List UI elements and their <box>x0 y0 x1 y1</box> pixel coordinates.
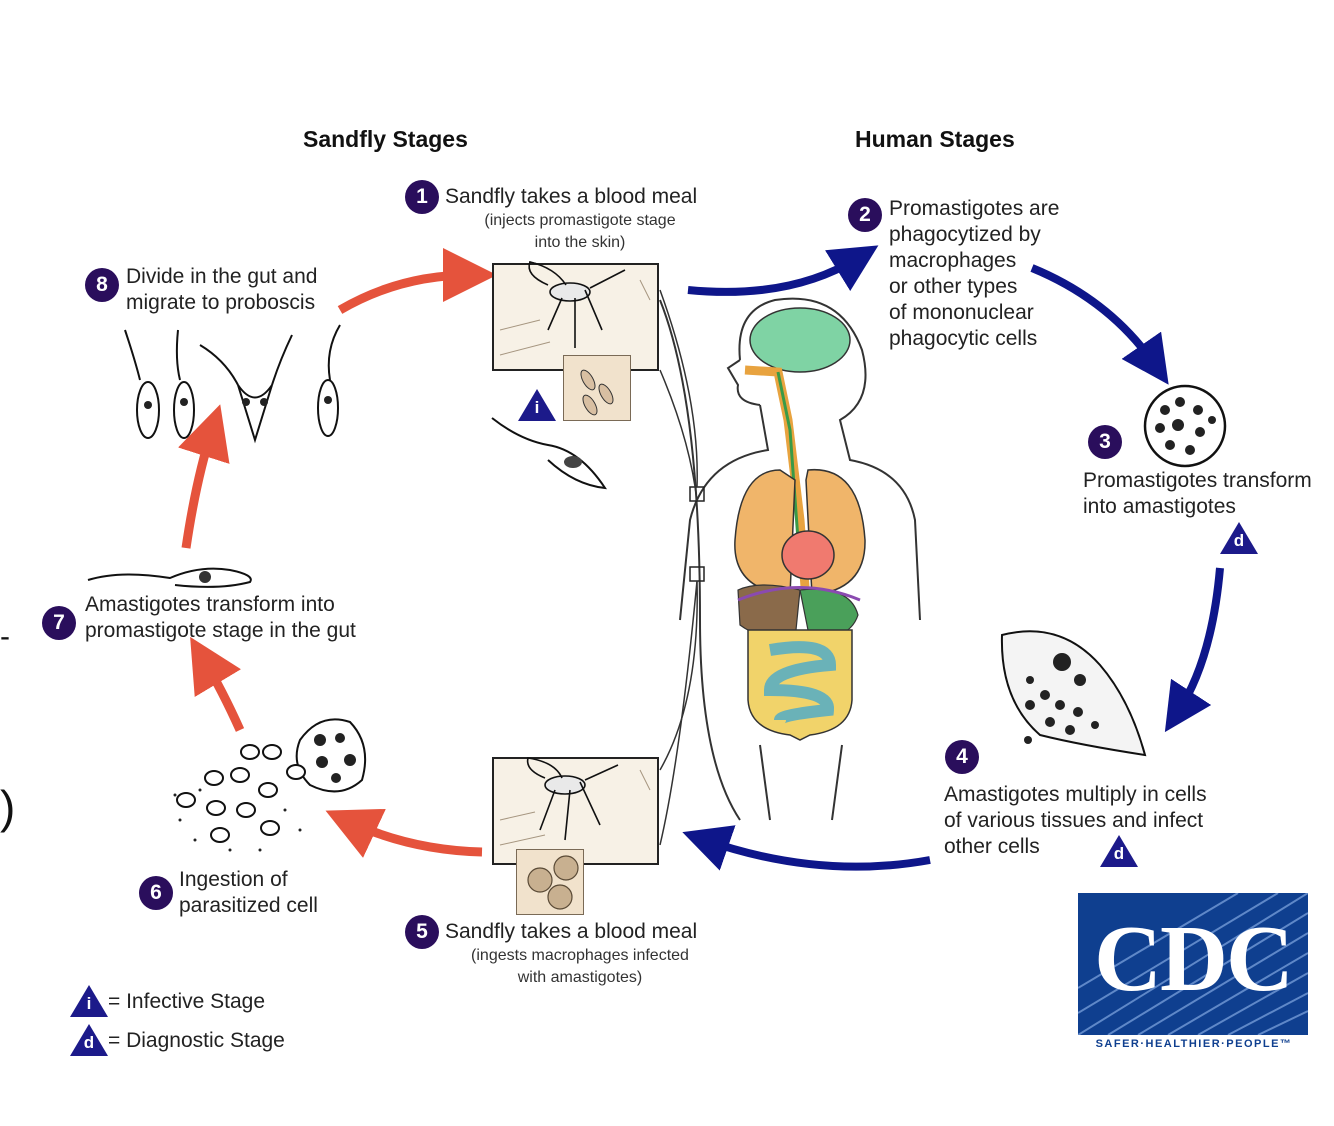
human-body-figure <box>659 297 921 821</box>
step-5-sub-line-1: (ingests macrophages infected <box>471 947 689 964</box>
step-number-1: 1 <box>405 180 439 214</box>
ingested-parasitized-cell <box>295 718 367 793</box>
step-2-line-2: phagocytized by <box>889 223 1041 246</box>
step-6-line-1: Ingestion of <box>179 868 288 891</box>
legend-infective-letter: i <box>86 994 92 1013</box>
step-7-line-1: Amastigotes transform into <box>85 593 335 616</box>
step-2-line-4: or other types <box>889 275 1018 298</box>
cdc-tagline: SAFER·HEALTHIER·PEOPLE™ <box>1095 1038 1293 1050</box>
diagnostic-stage-badge-step-3: d <box>1220 522 1258 554</box>
infective-stage-badge: i <box>518 389 556 421</box>
cropped-edge-paren: ) <box>0 781 16 833</box>
cdc-logo: CDC <box>1078 893 1308 1035</box>
step-number-2: 2 <box>848 198 882 232</box>
legend-diagnostic-icon: d <box>70 1024 108 1056</box>
left-lung <box>734 469 796 596</box>
diagnostic-badge-letter: d <box>1113 844 1125 863</box>
arrow-3-to-4 <box>1164 567 1224 733</box>
promastigote-elongated <box>87 567 252 588</box>
step-number-5: 5 <box>405 915 439 949</box>
step-number-7: 7 <box>42 606 76 640</box>
cdc-logo-rays <box>1078 893 1308 1035</box>
injected-promastigote <box>491 417 607 490</box>
step-number-8: 8 <box>85 268 119 302</box>
step-2-line-6: phagocytic cells <box>889 327 1038 350</box>
heart <box>781 530 835 580</box>
diagnostic-stage-badge-step-4: d <box>1100 835 1138 867</box>
arrow-4-to-5 <box>682 825 931 871</box>
step-7-line-2: promastigote stage in the gut <box>85 619 356 642</box>
step-1-label: Sandfly takes a blood meal <box>445 185 698 208</box>
arrow-8-to-1 <box>337 248 497 314</box>
skin-inset-promastigotes <box>563 355 631 421</box>
step-3-line-2: into amastigotes <box>1083 495 1236 518</box>
cdc-logo-text: CDC <box>1094 907 1294 1011</box>
human-stages-header: Human Stages <box>855 126 1015 152</box>
step-2-line-5: of mononuclear <box>889 301 1034 324</box>
step-number-3: 3 <box>1088 425 1122 459</box>
step-4-line-1: Amastigotes multiply in cells <box>944 783 1207 806</box>
cropped-edge-mark: - <box>0 620 10 653</box>
step-number-4: 4 <box>945 740 979 774</box>
infective-badge-letter: i <box>534 398 540 417</box>
step-2-line-1: Promastigotes are <box>889 197 1060 220</box>
step-5-label: Sandfly takes a blood meal <box>445 920 698 943</box>
small-intestine <box>763 641 837 724</box>
arrow-6-to-7 <box>190 636 245 732</box>
skin-inset-macrophages <box>516 849 584 915</box>
step-1-sub-line-1: (injects promastigote stage <box>484 212 676 229</box>
legend-infective-icon: i <box>70 985 108 1017</box>
step-4-line-2: of various tissues and infect <box>944 809 1204 832</box>
arrow-1-to-2 <box>687 245 879 296</box>
step-8-line-1: Divide in the gut and <box>126 265 318 288</box>
step-6-line-2: parasitized cell <box>179 894 318 917</box>
step-2-line-3: macrophages <box>889 249 1017 272</box>
legend-diagnostic-letter: d <box>83 1033 95 1052</box>
step-4-line-3: other cells <box>944 835 1040 858</box>
legend-diagnostic-label: = Diagnostic Stage <box>108 1029 285 1052</box>
sandfly-stages-header: Sandfly Stages <box>303 126 468 152</box>
arrow-7-to-8 <box>178 404 230 549</box>
step-number-6: 6 <box>139 876 173 910</box>
arrow-2-to-3 <box>1030 264 1169 385</box>
diagnostic-badge-letter: d <box>1233 531 1245 550</box>
legend-infective-label: = Infective Stage <box>108 990 266 1013</box>
promastigotes-dividing <box>124 324 341 444</box>
step-8-line-2: migrate to proboscis <box>126 291 316 314</box>
infected-tissue-cell <box>1000 630 1147 757</box>
step-5-sub-line-2: with amastigotes) <box>517 969 643 986</box>
brain <box>749 307 851 373</box>
arrow-5-to-6 <box>325 808 483 858</box>
step-3-line-1: Promastigotes transform <box>1083 469 1312 492</box>
step-1-sub-line-2: into the skin) <box>534 234 626 251</box>
